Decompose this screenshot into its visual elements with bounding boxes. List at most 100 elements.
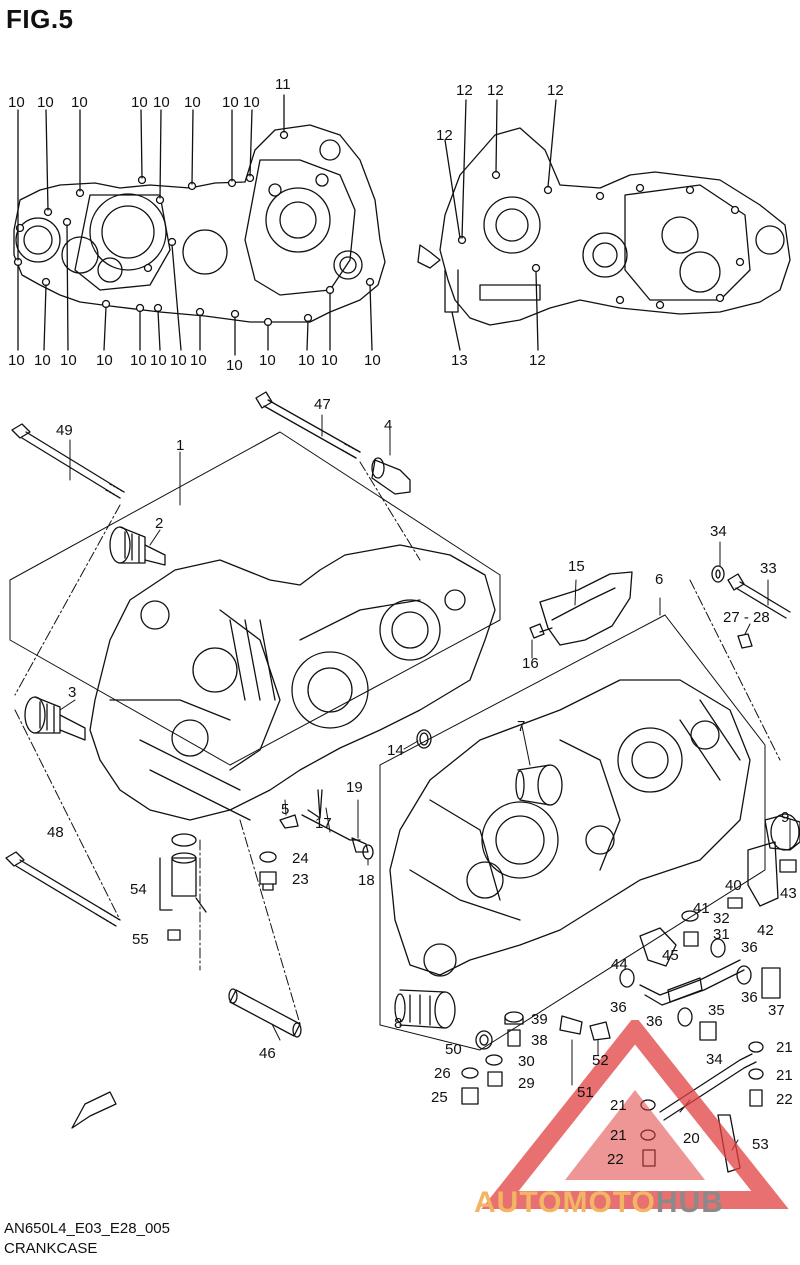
callout-10: 10 — [131, 94, 148, 111]
callout-43: 43 — [780, 885, 797, 902]
callout-10: 10 — [96, 352, 113, 369]
callout-38: 38 — [531, 1032, 548, 1049]
dowel-4 — [371, 457, 411, 495]
callout-36: 36 — [610, 999, 627, 1016]
callout-27-28: 27 - 28 — [723, 609, 770, 626]
watermark-brand: AUTOMOTOHUB — [474, 1186, 724, 1220]
plug-38 — [507, 1029, 521, 1047]
callout-10: 10 — [184, 94, 201, 111]
left-case-outline — [13, 94, 386, 356]
forward-arrow-icon — [71, 1091, 117, 1129]
callout-10: 10 — [222, 94, 239, 111]
callout-40: 40 — [725, 877, 742, 894]
callout-51: 51 — [577, 1084, 594, 1101]
callout-12: 12 — [487, 82, 504, 99]
callout-10: 10 — [190, 352, 207, 369]
callout-22: 22 — [607, 1151, 624, 1168]
exploded-view-guides — [14, 461, 781, 1025]
seal-14 — [416, 729, 432, 749]
bolt-37 — [761, 967, 781, 999]
callout-46: 46 — [259, 1045, 276, 1062]
callout-11: 11 — [275, 76, 291, 93]
figure-title: FIG.5 — [6, 4, 74, 34]
cover-42 — [747, 841, 779, 907]
figure-code: AN650L4_E03_E28_005 — [4, 1220, 170, 1237]
callout-14: 14 — [387, 742, 404, 759]
callout-33: 33 — [760, 560, 777, 577]
callout-45: 45 — [662, 947, 679, 964]
callout-4: 4 — [384, 417, 393, 434]
callout-16: 16 — [522, 655, 539, 672]
fitting-31 — [683, 931, 699, 947]
callout-12: 12 — [456, 82, 473, 99]
callout-10: 10 — [60, 352, 77, 369]
bearing-9 — [764, 813, 800, 851]
bolt-40 — [727, 897, 743, 909]
cover-15 — [539, 571, 633, 646]
washer-36-c — [619, 968, 635, 988]
collar-46 — [228, 988, 302, 1038]
bolt-5 — [279, 814, 299, 829]
callout-10: 10 — [130, 352, 147, 369]
washer-18 — [362, 844, 374, 860]
oil-sensor-54 — [159, 833, 207, 913]
bolt-55 — [167, 929, 181, 941]
callout-55: 55 — [132, 931, 149, 948]
callout-21: 21 — [776, 1067, 793, 1084]
crankcase-left-half — [9, 431, 501, 821]
callout-52: 52 — [592, 1052, 609, 1069]
plug-25 — [461, 1087, 479, 1105]
washer-34-top — [711, 565, 725, 583]
callout-8: 8 — [394, 1015, 403, 1032]
callout-10: 10 — [226, 357, 243, 374]
callout-19: 19 — [346, 779, 363, 796]
callout-35: 35 — [708, 1002, 725, 1019]
callout-10: 10 — [364, 352, 381, 369]
callout-10: 10 — [8, 94, 25, 111]
callout-30: 30 — [518, 1053, 535, 1070]
callout-34: 34 — [710, 523, 727, 540]
nozzle-52 — [589, 1021, 611, 1041]
callout-10: 10 — [243, 94, 260, 111]
callout-22: 22 — [776, 1091, 793, 1108]
washer-36 — [710, 938, 726, 958]
bolt-47 — [255, 391, 361, 459]
washer-30 — [485, 1054, 503, 1066]
bolt-48 — [5, 851, 121, 927]
callout-10: 10 — [170, 352, 187, 369]
bearing-8 — [394, 989, 456, 1029]
callout-20: 20 — [683, 1130, 700, 1147]
bolt-43 — [779, 859, 797, 873]
callout-44: 44 — [611, 956, 628, 973]
washer-36-d — [677, 1007, 693, 1027]
callout-48: 48 — [47, 824, 64, 841]
callout-36: 36 — [646, 1013, 663, 1030]
callout-24: 24 — [292, 850, 309, 867]
callout-36: 36 — [741, 939, 758, 956]
right-case-outline — [417, 99, 791, 351]
bearing-7 — [515, 764, 563, 806]
callout-10: 10 — [259, 352, 276, 369]
plug-39 — [504, 1011, 524, 1025]
callout-15: 15 — [568, 558, 585, 575]
jet-51 — [559, 1015, 583, 1035]
watermark-logo — [481, 1020, 789, 1209]
callout-25: 25 — [431, 1089, 448, 1106]
callout-21: 21 — [610, 1097, 627, 1114]
bolt-33 — [727, 573, 791, 619]
washer-32 — [681, 910, 699, 922]
callout-5: 5 — [281, 801, 290, 818]
washer-26 — [461, 1067, 479, 1079]
callout-50: 50 — [445, 1041, 462, 1058]
callout-7: 7 — [517, 718, 526, 735]
callout-17: 17 — [315, 815, 332, 832]
bolt-29 — [487, 1071, 503, 1087]
callout-32: 32 — [713, 910, 730, 927]
callout-53: 53 — [752, 1136, 769, 1153]
callout-10: 10 — [153, 94, 170, 111]
callout-12: 12 — [529, 352, 546, 369]
washer-36-b — [736, 965, 752, 985]
watermark-brand-part2: HUB — [655, 1186, 724, 1219]
callout-41: 41 — [693, 900, 710, 917]
